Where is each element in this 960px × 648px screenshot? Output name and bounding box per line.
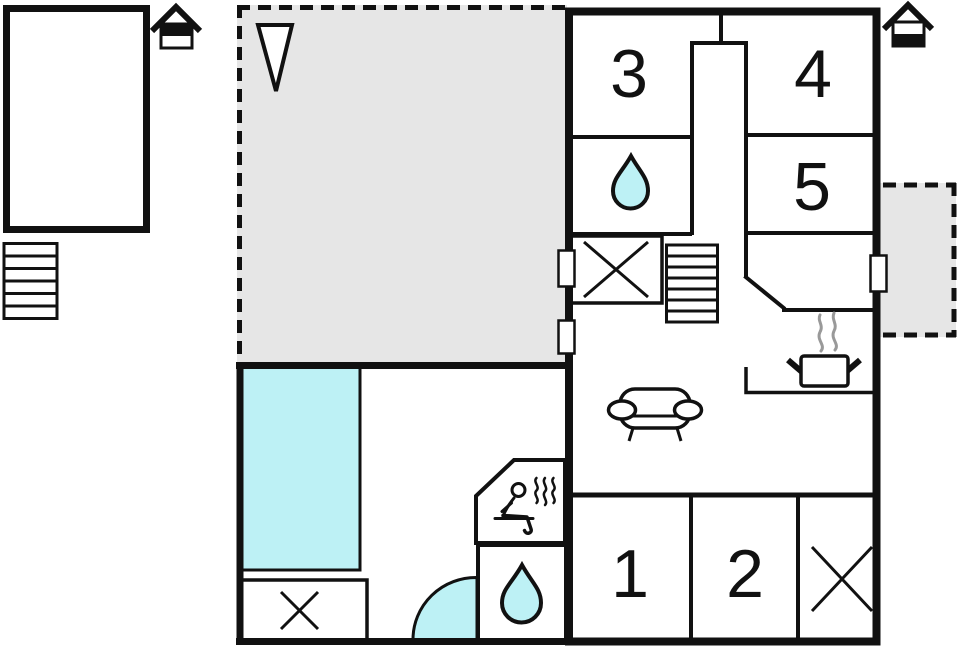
building-left	[236, 362, 570, 645]
steam-icon	[817, 313, 824, 353]
entrance-house-icon-left	[149, 2, 203, 50]
interior-walls	[566, 10, 878, 645]
room-4-label: 4	[794, 36, 832, 112]
terrace-left-area	[237, 5, 567, 365]
waterdrop-icon-shower-room	[499, 560, 544, 625]
annex-building	[3, 5, 150, 233]
kitchen-counter	[744, 367, 878, 395]
room-1-label: 1	[611, 536, 649, 612]
storage-room-upper	[567, 234, 664, 305]
sauna-icon	[493, 476, 556, 535]
terrace-right	[880, 182, 957, 338]
door-marker-right	[869, 254, 888, 293]
x-mark-icon	[279, 590, 320, 631]
sofa-icon	[606, 387, 704, 442]
terrace-left	[237, 5, 567, 365]
house-door-band-icon	[893, 34, 924, 46]
door-markers	[557, 249, 888, 355]
waterdrop-icon-bathroom	[610, 151, 651, 211]
building-left-outer-walls	[236, 362, 570, 645]
steam-icon	[831, 311, 838, 352]
door-marker-left-upper	[557, 249, 576, 288]
room-5-label: 5	[793, 149, 831, 225]
x-mark-icon	[810, 545, 874, 613]
door-marker-left-lower	[557, 319, 576, 355]
house-door-band-icon	[161, 24, 192, 36]
shower-quarter-circle	[411, 575, 479, 641]
pool-area	[239, 365, 362, 572]
entrance-house-icon-right	[881, 0, 935, 48]
building-main-floor	[565, 8, 880, 645]
storage-room-lower-right	[810, 545, 874, 613]
storage-room-outline	[238, 578, 369, 643]
room-2-label: 2	[726, 536, 764, 612]
building-main: 3 4 5 1 2	[557, 7, 888, 646]
room-3-label: 3	[610, 36, 648, 112]
terrace-right-area	[880, 183, 956, 337]
cooking-pot-icon	[786, 311, 862, 388]
indoor-stairs-outline	[665, 243, 719, 324]
north-arrow-icon	[255, 23, 295, 92]
storage-room-lower-left	[238, 578, 369, 643]
outdoor-stairs	[2, 242, 59, 320]
indoor-stairs	[665, 243, 719, 324]
x-mark-icon	[583, 240, 649, 299]
